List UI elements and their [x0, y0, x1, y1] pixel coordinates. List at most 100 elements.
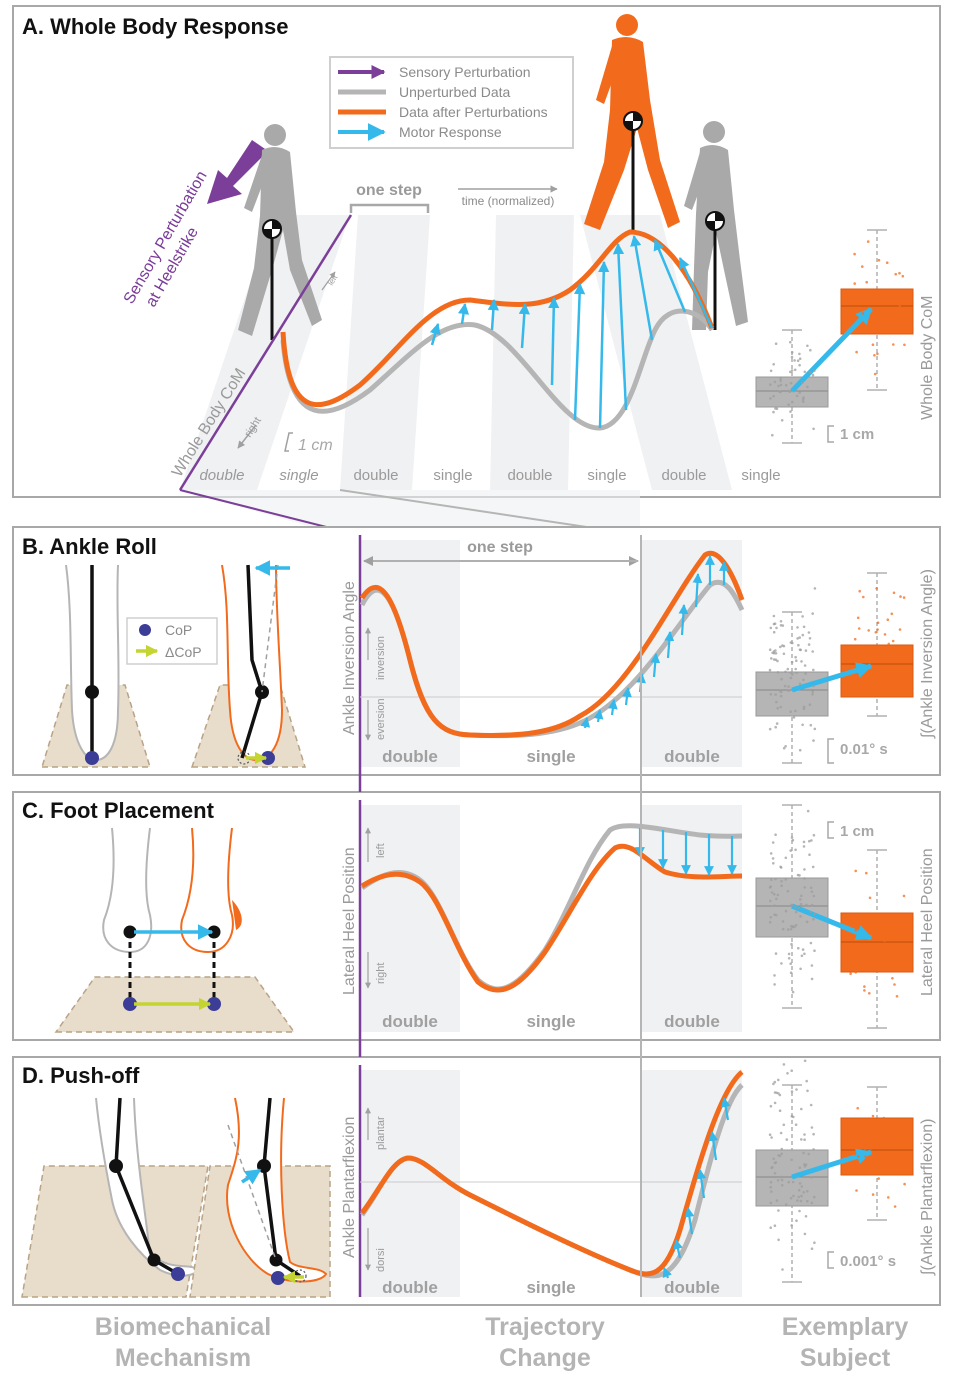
scatter-dot: [799, 915, 802, 918]
scatter-dot: [769, 1226, 772, 1229]
scatter-dot: [801, 400, 805, 403]
scatter-dot: [851, 296, 855, 300]
scatter-dot: [780, 1147, 784, 1151]
scatter-dot: [856, 949, 859, 953]
scatter-dot: [784, 856, 788, 860]
scatter-dot: [773, 893, 776, 896]
scatter-dot: [778, 1154, 782, 1158]
b-down-label: eversion: [375, 698, 387, 740]
scatter-dot: [787, 952, 791, 956]
scatter-dot: [803, 1059, 807, 1063]
scatter-dot: [770, 1190, 773, 1193]
scatter-dot: [773, 904, 776, 907]
scatter-dot: [876, 1144, 879, 1148]
scatter-dot: [769, 1185, 772, 1189]
scatter-dot: [872, 1146, 876, 1150]
scatter-dot: [779, 383, 783, 387]
scatter-dot: [770, 1136, 773, 1139]
b-one-step-label: one step: [467, 539, 533, 556]
scatter-dot: [861, 312, 865, 315]
scatter-dot: [800, 1185, 804, 1188]
scatter-dot: [813, 369, 816, 372]
scatter-dot: [770, 657, 773, 660]
scatter-dot: [870, 685, 874, 689]
col-traj-1: Trajectory: [485, 1313, 605, 1341]
scatter-dot: [803, 1133, 806, 1136]
scatter-dot: [774, 649, 777, 652]
scatter-dot: [798, 1182, 802, 1185]
scatter-dot: [784, 909, 788, 913]
scatter-dot: [769, 383, 772, 386]
scatter-dot: [777, 1078, 780, 1082]
c-down-label: right: [375, 963, 387, 984]
scatter-dot: [769, 369, 773, 373]
scatter-dot: [802, 678, 805, 682]
scatter-dot: [787, 685, 790, 688]
c-axis-label: Lateral Heel Position: [341, 847, 358, 995]
scatter-dot: [794, 923, 798, 927]
scatter-dot: [801, 397, 805, 401]
scatter-dot: [813, 1195, 816, 1199]
scatter-dot: [854, 928, 858, 932]
scatter-dot: [872, 302, 876, 306]
column-titles: Biomechanical Mechanism Trajectory Chang…: [95, 1313, 909, 1372]
scatter-dot: [804, 672, 807, 675]
scatter-dot: [786, 928, 790, 931]
scatter-dot: [871, 1193, 875, 1196]
scatter-dot: [773, 983, 776, 986]
scatter-dot: [797, 906, 801, 910]
d-up-label: plantar: [375, 1116, 387, 1150]
a-unperturbed-curve: [280, 308, 715, 431]
scatter-dot: [775, 407, 779, 411]
scatter-dot: [868, 660, 871, 663]
scatter-dot: [786, 667, 790, 671]
scatter-dot: [773, 380, 777, 384]
scatter-dot: [790, 660, 794, 664]
scatter-dot: [780, 677, 783, 681]
d-stripe-1: [360, 1070, 460, 1297]
c-phase-labels: double single double: [382, 1012, 720, 1031]
scatter-dot: [794, 667, 797, 671]
scatter-dot: [789, 1196, 793, 1200]
scatter-dot: [887, 1196, 890, 1199]
scatter-dot: [809, 910, 812, 914]
scatter-dot: [810, 964, 814, 967]
scatter-dot: [798, 874, 801, 877]
phase-label: double: [382, 1278, 438, 1297]
phase-label: double: [382, 747, 438, 766]
scatter-dot: [772, 614, 776, 618]
b-boxplot: 0.01° s ∫(Ankle Inversion Angle): [755, 569, 936, 764]
scatter-dot: [868, 992, 871, 995]
scatter-dot: [903, 1182, 906, 1186]
scatter-dot: [807, 643, 811, 646]
scatter-dot: [868, 1163, 872, 1166]
scatter-dot: [902, 894, 906, 898]
scatter-dot: [800, 660, 803, 663]
scatter-dot: [895, 995, 899, 998]
scatter-dot: [790, 355, 794, 359]
legend: Sensory Perturbation Unperturbed Data Da…: [329, 56, 574, 149]
scatter-dot: [811, 865, 815, 869]
scatter-dot: [854, 971, 858, 974]
col-biomech-2: Mechanism: [115, 1344, 251, 1372]
scatter-dot: [876, 352, 879, 356]
scatter-dot: [800, 1194, 803, 1198]
scatter-dot: [791, 400, 794, 404]
scatter-dot: [807, 1152, 810, 1156]
scatter-dot: [877, 1137, 881, 1141]
scatter-dot: [806, 1189, 809, 1193]
scatter-dot: [789, 710, 792, 713]
scatter-dot: [800, 954, 804, 958]
scatter-dot: [792, 1115, 795, 1119]
scatter-dot: [773, 1101, 777, 1105]
scatter-dot: [769, 1180, 773, 1184]
scatter-dot: [782, 1063, 786, 1066]
scatter-dot: [795, 671, 798, 675]
c-perturbed-curve: [360, 843, 743, 993]
a-scale-label: 1 cm: [298, 437, 333, 454]
scatter-dot: [799, 967, 802, 971]
scatter-dot: [890, 612, 894, 616]
scatter-dot: [795, 1088, 798, 1091]
scatter-dot: [782, 746, 786, 750]
